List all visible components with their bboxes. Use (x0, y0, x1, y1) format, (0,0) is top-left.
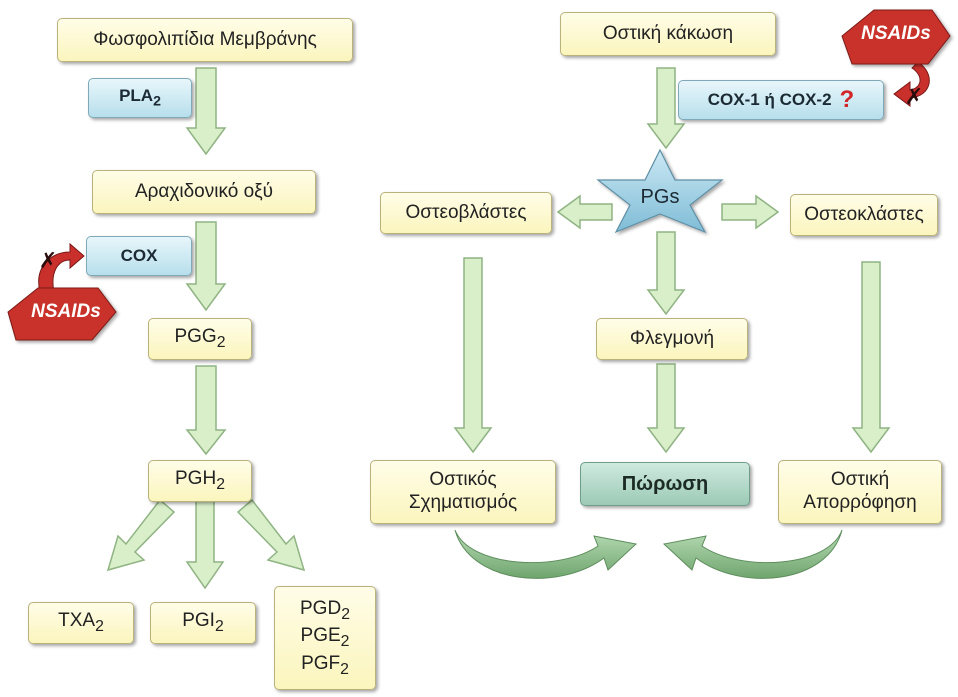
nsaids-badge-right (841, 9, 951, 65)
arrow-pgs-to-osteoclasts (721, 194, 780, 230)
curved-arrow-resorption-to-healing (662, 529, 843, 579)
bone-resorption-line2: Απορρόφηση (803, 492, 917, 513)
arrow-osteoclasts-to-resorption (851, 261, 891, 454)
arachidonic-acid-label: Αραχιδονικό οξύ (134, 180, 274, 202)
pgg2-label: PGG2 (174, 325, 226, 351)
bone-formation-line2: Σχηματισμός (408, 492, 518, 513)
inhibition-arrow-right (893, 61, 930, 107)
pge2-label: PGE2 (300, 625, 350, 650)
cox12-box: COX-1 ή COX-2 ? (678, 80, 884, 120)
cox-box: COX (86, 236, 192, 276)
inhibition-arrow-left (38, 242, 85, 293)
arrow-pgh2-to-txa2 (106, 498, 176, 572)
arrow-pgh2-to-pgi2 (185, 499, 225, 590)
pgi2-box: PGI2 (150, 602, 256, 644)
arrow-osteoblasts-to-formation (453, 257, 493, 454)
nsaids-badge-left (7, 287, 117, 341)
osteoblasts-box: Οστεοβλάστες (380, 192, 552, 234)
cox-label: COX (120, 245, 158, 265)
bone-fracture-box: Οστική κάκωση (560, 12, 776, 56)
inhibit-x-right: ✗ (904, 84, 924, 109)
pgd2-label: PGD2 (300, 597, 350, 623)
osteoclasts-label: Οστεοκλάστες (804, 203, 924, 225)
pgd-pge-pgf-box: PGD2 PGE2 PGF2 (274, 586, 376, 690)
pgh2-label: PGH2 (175, 467, 225, 493)
pgi2-label: PGI2 (182, 609, 224, 635)
phospholipids-box: Φωσφολιπίδια Μεμβράνης (57, 18, 353, 62)
cox12-label: COX-1 ή COX-2 (707, 89, 832, 109)
pgh2-box: PGH2 (148, 460, 252, 502)
bone-resorption-box: Οστική Απορρόφηση (778, 460, 942, 524)
phospholipids-label: Φωσφολιπίδια Μεμβράνης (93, 28, 317, 50)
arachidonic-acid-box: Αραχιδονικό οξύ (92, 170, 316, 214)
arrow-pgs-to-inflammation (646, 231, 686, 316)
arrow-pgh2-to-pgd-group (236, 498, 306, 572)
arrow-inflammation-to-healing (646, 363, 686, 454)
arrow-phospholipids-to-arachidonic (185, 67, 227, 156)
bone-resorption-line1: Οστική (830, 469, 890, 491)
arrow-arachidonic-to-pgg2 (185, 221, 227, 312)
pgg2-box: PGG2 (148, 318, 252, 360)
pgs-star (596, 148, 724, 234)
inflammation-box: Φλεγμονή (596, 318, 748, 360)
arrow-pgs-to-osteoblasts (556, 194, 613, 230)
healing-label: Πώρωση (621, 473, 709, 495)
bone-formation-line1: Οστικός (429, 469, 497, 491)
pgs-label: PGs (640, 186, 680, 208)
txa2-label: TXA2 (58, 609, 104, 635)
osteoclasts-box: Οστεοκλάστες (790, 194, 938, 236)
nsaids-label-right: NSAIDs (861, 23, 931, 44)
inflammation-label: Φλεγμονή (629, 327, 715, 349)
osteoblasts-label: Οστεοβλάστες (405, 201, 527, 223)
pla2-box: PLA2 (88, 78, 192, 118)
arrow-pgg2-to-pgh2 (185, 365, 227, 456)
pla2-label: PLA2 (119, 85, 161, 110)
healing-box: Πώρωση (580, 462, 750, 506)
bone-formation-box: Οστικός Σχηματισμός (370, 460, 556, 524)
curved-arrow-formation-to-healing (454, 529, 638, 579)
arrow-fracture-to-pgs (646, 67, 686, 150)
txa2-box: TXA2 (28, 602, 134, 644)
pgf2-label: PGF2 (301, 652, 349, 678)
nsaids-label-left: NSAIDs (31, 301, 101, 322)
question-mark: ? (839, 85, 855, 113)
inhibit-x-left: ✗ (38, 248, 58, 273)
bone-fracture-label: Οστική κάκωση (602, 22, 734, 44)
